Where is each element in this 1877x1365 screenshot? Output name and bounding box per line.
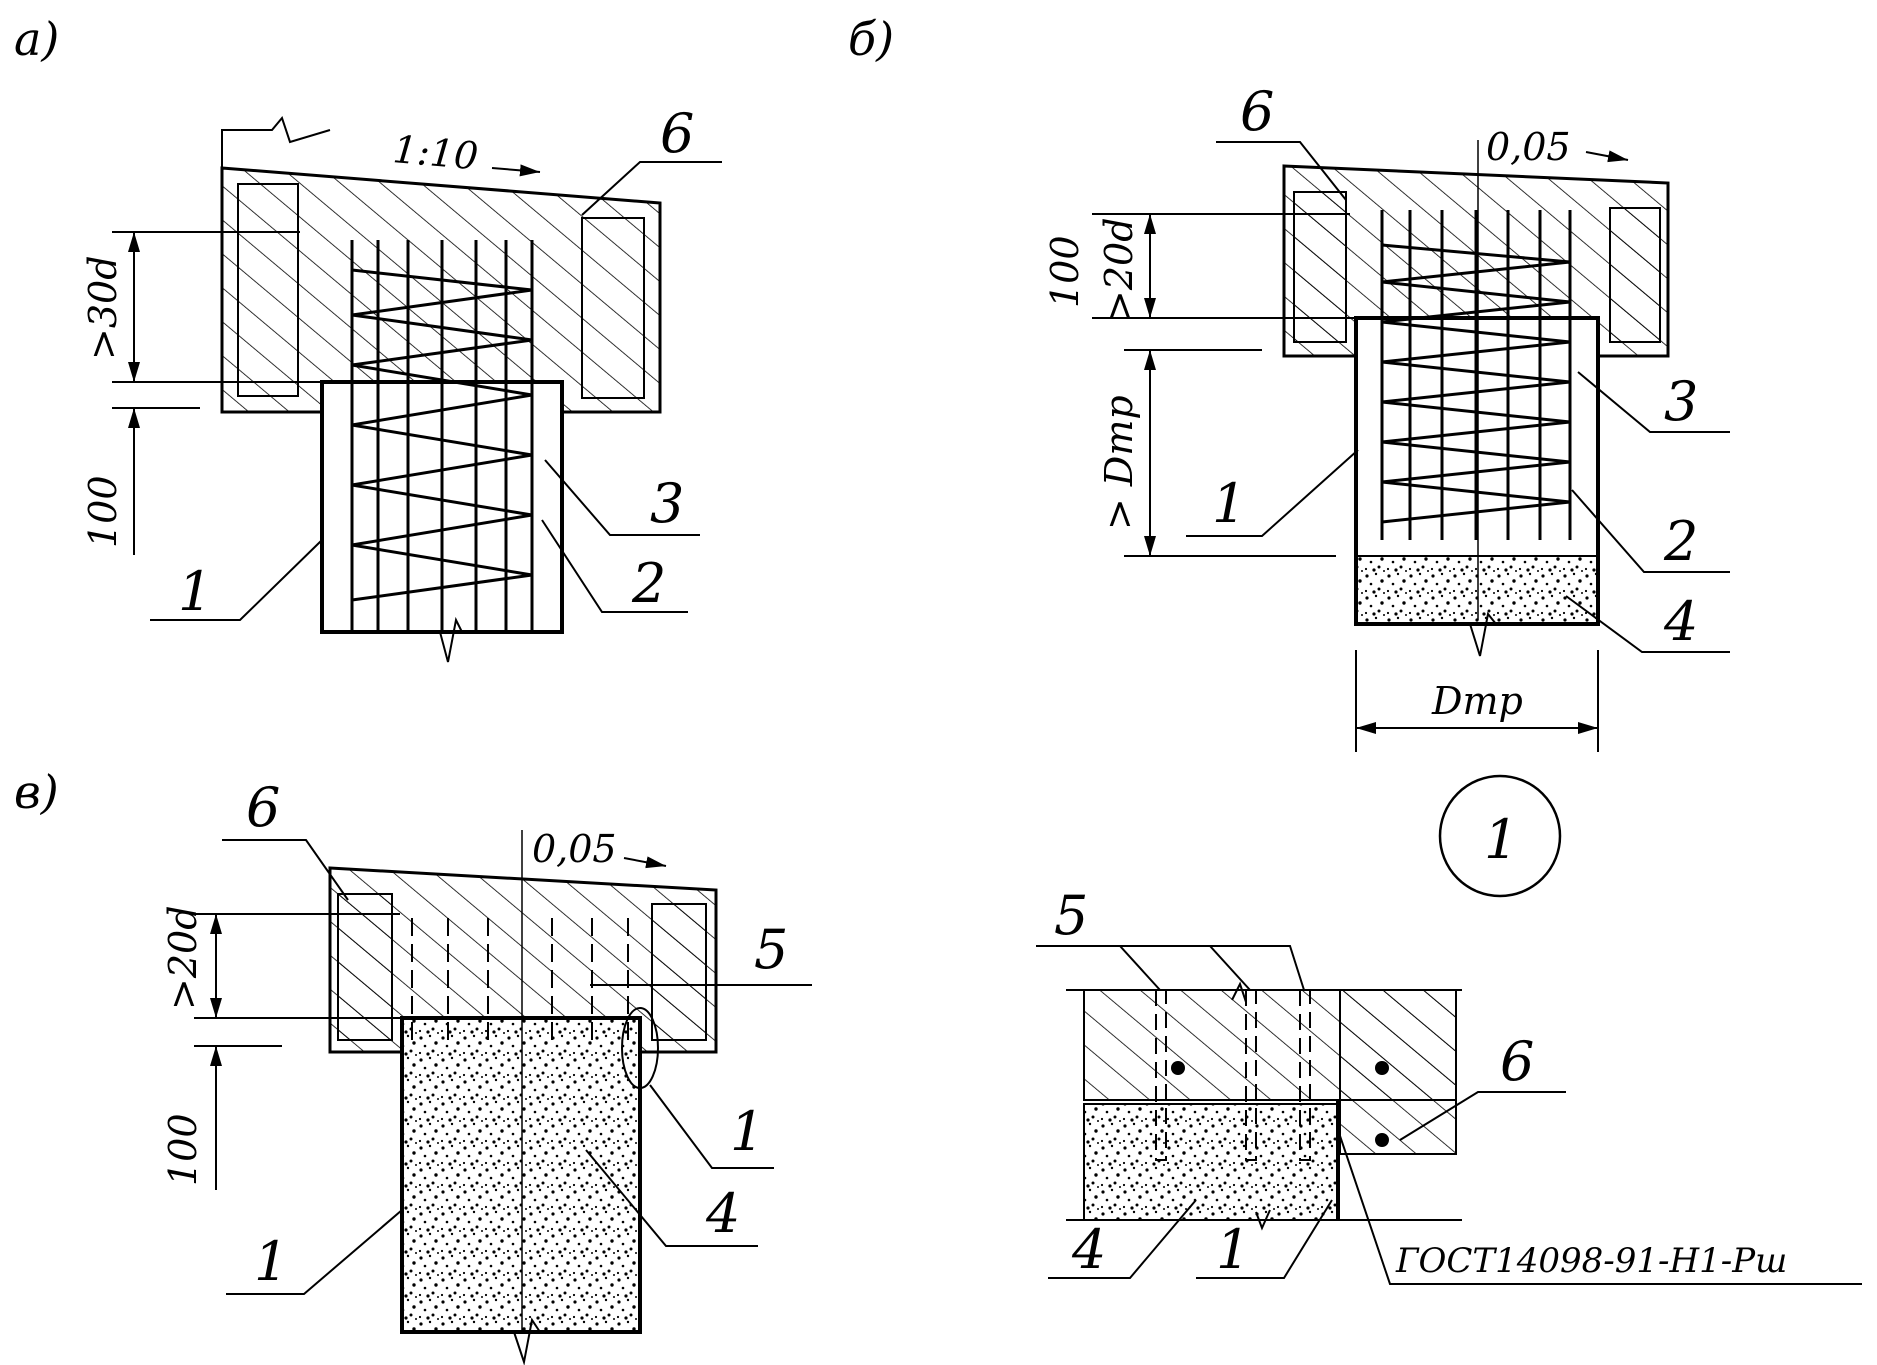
- detail-callout-1: 1: [1216, 1218, 1250, 1281]
- view-a-callout-3: 3: [650, 472, 684, 535]
- view-a-callout-1: 1: [178, 560, 212, 623]
- view-a-slope: 1:10: [391, 127, 480, 178]
- view-c-pile: [400, 1016, 642, 1334]
- view-c-dimensions: [194, 913, 812, 1190]
- view-a: а) >30d 100 1:: [14, 12, 722, 663]
- view-b-concrete-fill: [1358, 556, 1596, 622]
- view-c-dim-top: 100: [161, 1113, 205, 1186]
- view-b-cage: [1380, 210, 1572, 540]
- detail-leaders: [1036, 945, 1862, 1285]
- view-c-callout-5: 5: [754, 918, 788, 981]
- view-b-dimensions: [1092, 213, 1599, 752]
- view-c-callout-6: 6: [246, 776, 280, 839]
- view-b-dim-width: Dmp: [1431, 679, 1523, 723]
- view-b-leaders: [1186, 141, 1730, 653]
- view-b-dim-top: 100: [1043, 235, 1087, 308]
- view-a-leaders: [150, 161, 722, 621]
- view-b-slope: 0,05: [1486, 125, 1571, 169]
- detail-bars: [1066, 981, 1462, 1231]
- view-c-slope: 0,05: [532, 827, 617, 871]
- detail-marker-label: 1: [1484, 808, 1518, 871]
- detail-marker-circle: [1438, 774, 1562, 898]
- view-b-dim-embed: > Dmp: [1097, 395, 1141, 530]
- view-b-callout-2: 2: [1663, 510, 1698, 573]
- view-c-anchor-bars: [411, 918, 629, 1040]
- view-c-dim-anchor: >20d: [161, 905, 205, 1010]
- detail-pile-section: [1083, 1103, 1339, 1221]
- detail-1: 1 5 6 4 1 ГОСТ14098-91-Н1: [1036, 774, 1862, 1285]
- view-a-dim-anchor: >30d: [81, 255, 125, 360]
- view-b: б) 1: [848, 12, 1730, 752]
- view-b-callout-4: 4: [1663, 590, 1698, 653]
- view-a-callout-6: 6: [660, 102, 694, 165]
- view-c-callout-1b: 1: [254, 1230, 288, 1293]
- detail-callout-6: 6: [1500, 1030, 1534, 1093]
- view-c: в) >20d 100 0,05: [14, 765, 812, 1365]
- view-b-caption: б): [848, 12, 894, 66]
- detail-callout-4: 4: [1071, 1218, 1106, 1281]
- view-a-dimensions: [112, 231, 322, 555]
- view-b-callout-1: 1: [1212, 472, 1246, 535]
- view-b-callout-6: 6: [1240, 80, 1274, 143]
- view-a-caption: а): [14, 12, 59, 66]
- detail-callout-5: 5: [1054, 884, 1088, 947]
- view-b-dim-anchor: >20d: [1097, 217, 1141, 322]
- view-c-leaders: [222, 839, 774, 1295]
- detail-gost-label: ГОСТ14098-91-Н1-Рш: [1395, 1241, 1787, 1281]
- view-c-caption: в): [14, 765, 59, 819]
- view-c-callout-4: 4: [705, 1182, 740, 1245]
- view-a-cage: [350, 240, 534, 630]
- view-a-dim-top: 100: [81, 475, 125, 548]
- view-c-callout-1: 1: [730, 1100, 764, 1163]
- view-b-callout-3: 3: [1664, 370, 1698, 433]
- view-a-callout-2: 2: [631, 552, 666, 615]
